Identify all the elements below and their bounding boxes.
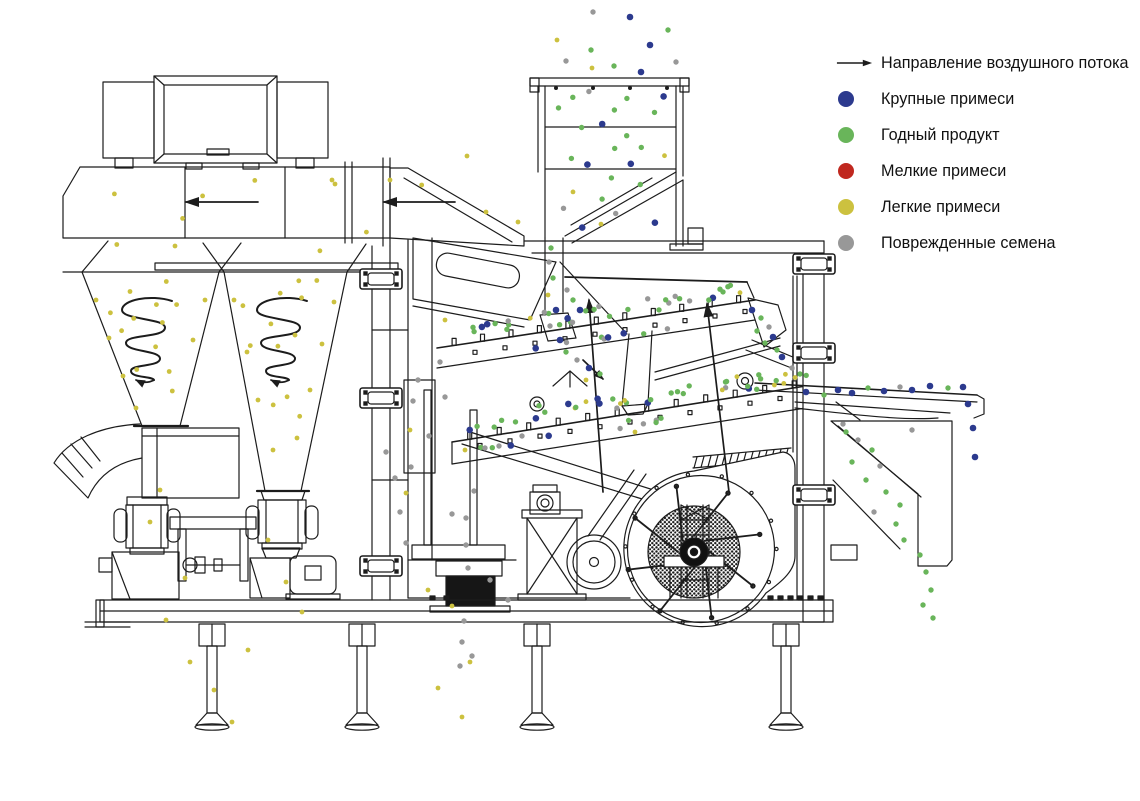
hood-transition: [389, 167, 525, 247]
legend-item: Крупные примеси: [836, 81, 1138, 117]
seed-dot-icon: [836, 91, 873, 107]
curved-discharge-spout: [53, 423, 143, 499]
airlock-drive-frame: [169, 516, 257, 582]
air-flow-arrows: [582, 298, 730, 493]
seed-particles: [93, 9, 979, 725]
upper-deck-end-box: [654, 297, 801, 381]
legend-label: Поврежденные семена: [881, 233, 1056, 252]
seed-dot-icon: [836, 163, 873, 179]
machine-leg: [344, 623, 380, 731]
machine-top-cover: [412, 240, 825, 335]
machine-leg: [194, 623, 230, 731]
aspiration-duct: [62, 157, 456, 247]
deck-deflector-tent: [552, 370, 588, 388]
frame-right-column: [802, 257, 825, 623]
legend-label: Направление воздушного потока: [881, 53, 1129, 72]
machine-right-wall: [792, 275, 798, 601]
aspiration-filter-boxes: [102, 75, 329, 170]
legend-item: Направление воздушного потока: [836, 45, 1138, 81]
airflow-spiral-left: [121, 297, 173, 388]
airlock-motor: [249, 547, 341, 600]
inter-deck-channel: [621, 330, 653, 416]
rotary-airlock-left: [113, 496, 181, 555]
feed-hopper: [529, 77, 704, 251]
airflow-arrow-icon: [836, 57, 873, 69]
seed-dot-icon: [836, 127, 873, 143]
bearing-ring: [740, 376, 750, 386]
seed-dot-icon: [836, 235, 873, 251]
machine-leg: [768, 623, 804, 731]
fan: [623, 451, 796, 628]
vibro-motor-block: [411, 389, 511, 613]
legend-item: Годный продукт: [836, 117, 1138, 153]
legend-label: Мелкие примеси: [881, 161, 1007, 180]
machine-frame-left-column: [371, 245, 409, 601]
base-frame: [84, 595, 834, 628]
legend-label: Легкие примеси: [881, 197, 1001, 216]
settling-funnels: [81, 271, 348, 493]
machine-leg: [519, 623, 555, 731]
left-discharge-box: [98, 551, 180, 600]
bearing-ring: [736, 372, 754, 390]
bottom-pan: [461, 431, 661, 503]
legend-label: Годный продукт: [881, 125, 1000, 144]
hood-panel: [412, 237, 557, 321]
legend-item: Легкие примеси: [836, 189, 1138, 225]
product-outlet-hopper: [830, 420, 953, 567]
legend-item: Мелкие примеси: [836, 153, 1138, 189]
airflow-spiral-right: [256, 297, 308, 388]
collector-bin: [141, 427, 240, 499]
rotary-airlock-right: [245, 490, 319, 550]
seed-dot-icon: [836, 199, 873, 215]
aspiration-plenum: [62, 240, 399, 273]
bearing-ring: [529, 396, 545, 412]
column-mount-plates: [359, 253, 836, 577]
machine-left-wall: [403, 237, 631, 599]
legend-label: Крупные примеси: [881, 89, 1015, 108]
legend: Направление воздушного потока Крупные пр…: [836, 45, 1138, 261]
legend-item: Поврежденные семена: [836, 225, 1138, 261]
